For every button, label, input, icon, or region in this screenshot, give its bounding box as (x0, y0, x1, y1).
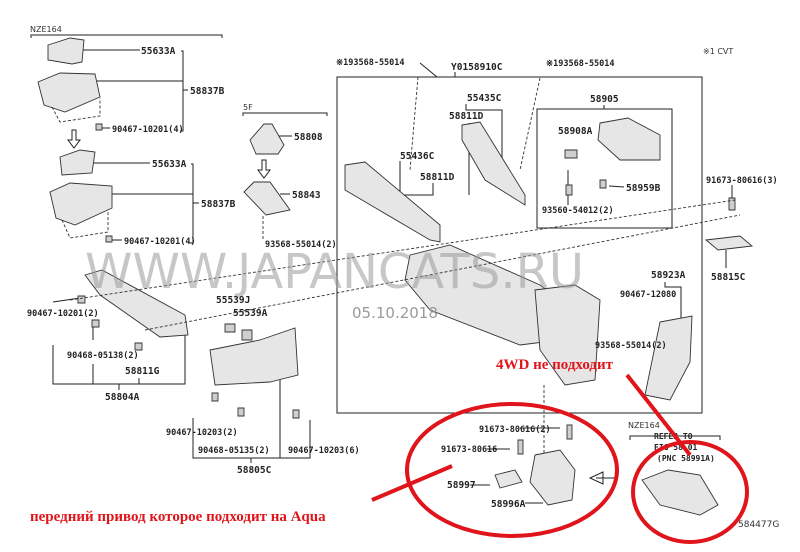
part-label: 58908A (558, 126, 593, 137)
part-label: 90467-10201(2) (27, 309, 99, 319)
part-58996a-bracket (529, 449, 576, 506)
part-label: 93568-55014(2) (595, 341, 667, 351)
part-label: 58837B (190, 86, 225, 97)
part-label: 55633A (141, 46, 176, 57)
front-drive-note: передний привод которое подходит на Aqua (30, 509, 326, 525)
part-label: 58837B (201, 199, 236, 210)
variant-label: NZE164 (628, 421, 660, 430)
part-label: 90467-10201(4) (112, 125, 184, 135)
part-55633a-top (47, 37, 85, 65)
part-label: 58815C (711, 272, 746, 283)
part-58843-bezel (243, 181, 291, 216)
part-labels: NZE164 5F ※1 CVT NZE164 REFER TO FIG 58-… (27, 25, 779, 530)
variant-label: NZE164 (30, 25, 62, 34)
part-console-rear (534, 284, 601, 386)
annotations: 4WD не подходит передний привод которое … (30, 357, 749, 544)
part-label: 90468-05135(2) (198, 446, 270, 456)
part-58805c-bezel (209, 327, 299, 386)
part-58991a-bracket (641, 469, 719, 516)
part-label: 90467-12080 (620, 290, 676, 300)
front-bracket-circle (405, 402, 619, 538)
part-label: 55539A (233, 308, 268, 319)
variant-label: ※1 CVT (703, 47, 733, 56)
assembly-frame (336, 76, 703, 414)
4wd-pointer-line (625, 373, 692, 457)
figure-code: 584477G (738, 520, 779, 530)
refer-to-text: (PNC 58991A) (657, 454, 715, 463)
part-label: 91673-80616(2) (479, 425, 551, 435)
part-label: Y0158910C (451, 62, 503, 73)
part-55633a-bottom (59, 149, 96, 176)
part-label: ※193568-55014 (546, 59, 615, 69)
part-label: 91673-80616(3) (706, 176, 778, 186)
part-label: 58923A (651, 270, 686, 281)
part-label: 91673-80616 (441, 445, 497, 455)
down-arrow-icon (67, 129, 81, 149)
front-pointer-line (371, 464, 453, 502)
part-label: 55435C (467, 93, 502, 104)
watermark-date: 05.10.2018 (352, 304, 438, 322)
part-label: 90468-05138(2) (67, 351, 139, 361)
leader-lines (52, 49, 733, 504)
part-label: 58843 (292, 190, 321, 201)
part-label: 58811G (125, 366, 160, 377)
part-shapes (37, 37, 754, 516)
part-label: 58808 (294, 132, 323, 143)
part-55435c-side (461, 121, 526, 206)
part-label: 58804A (105, 392, 140, 403)
part-55539 (224, 323, 253, 341)
part-label: 55633A (152, 159, 187, 170)
part-58837b-bottom (49, 182, 113, 226)
part-label: 58959B (626, 183, 661, 194)
part-58808-boot (249, 123, 285, 155)
part-label: 58905 (590, 94, 619, 105)
refer-to-text: FIG 58-01 (654, 443, 698, 452)
part-label: ※193568-55014 (336, 58, 405, 68)
variant-label: 5F (243, 103, 253, 112)
part-58804a-panel (84, 269, 189, 338)
part-label: 58811D (449, 111, 484, 122)
part-label: 58996A (491, 499, 526, 510)
part-58997-bracket (494, 469, 523, 489)
4wd-bracket-circle (631, 440, 749, 544)
part-58815c-mat (704, 235, 754, 251)
part-label: 93560-54012(2) (542, 206, 614, 216)
part-label: 55539J (216, 295, 250, 306)
part-label: 58997 (447, 480, 476, 491)
clip-icon (95, 123, 103, 131)
4wd-note: 4WD не подходит (496, 357, 614, 373)
part-label: 58805C (237, 465, 272, 476)
part-label: 90467-10203(6) (288, 446, 360, 456)
part-label: 90467-10201(4) (124, 237, 196, 247)
part-label: 93568-55014(2) (265, 240, 337, 250)
part-label: 55436C (400, 151, 435, 162)
part-58837b-top (37, 72, 101, 113)
part-58908-armrest (597, 117, 661, 161)
part-label: 90467-10203(2) (166, 428, 238, 438)
watermark-site: WWW.JAPANCATS.RU (85, 244, 584, 300)
part-58923a-panel (644, 315, 693, 401)
part-label: 58811D (420, 172, 455, 183)
down-arrow-icon-2 (257, 159, 271, 179)
part-55436c-side (344, 161, 441, 243)
